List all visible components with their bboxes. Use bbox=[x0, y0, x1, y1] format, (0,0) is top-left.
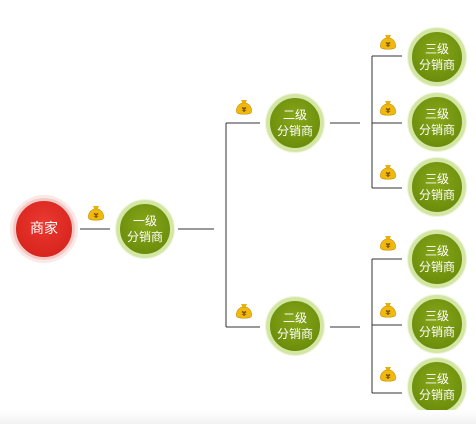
node-label-line2: 分销商 bbox=[418, 325, 455, 339]
node-label-line1: 三级 bbox=[424, 107, 449, 121]
node-label-line1: 一级 bbox=[132, 214, 157, 228]
svg-text:¥: ¥ bbox=[242, 106, 247, 114]
node-label-line1: 三级 bbox=[424, 244, 449, 258]
node-label-line2: 分销商 bbox=[418, 123, 455, 137]
money-bag-icon: ¥ bbox=[380, 35, 396, 50]
node-label-line1: 三级 bbox=[424, 172, 449, 186]
node-label-line2: 分销商 bbox=[418, 58, 455, 72]
level2-distributor-node: 二级 分销商 bbox=[266, 94, 324, 152]
level3-distributor-node: 三级 分销商 bbox=[408, 295, 466, 353]
svg-text:¥: ¥ bbox=[386, 309, 391, 317]
level3-distributor-node: 三级 分销商 bbox=[408, 358, 466, 416]
node-label-line2: 分销商 bbox=[418, 188, 455, 202]
money-bag-icon: ¥ bbox=[380, 367, 396, 382]
node-label-line2: 分销商 bbox=[276, 124, 313, 138]
node-label-line1: 三级 bbox=[424, 372, 449, 386]
merchant-node: 商家 bbox=[13, 198, 75, 260]
node-label-line2: 分销商 bbox=[418, 260, 455, 274]
money-bag-icon: ¥ bbox=[236, 304, 252, 319]
money-bag-icon: ¥ bbox=[380, 165, 396, 180]
node-label-line2: 分销商 bbox=[418, 388, 455, 402]
money-bag-icon: ¥ bbox=[380, 236, 396, 251]
money-bag-icon: ¥ bbox=[380, 303, 396, 318]
svg-text:¥: ¥ bbox=[386, 171, 391, 179]
svg-text:¥: ¥ bbox=[242, 310, 247, 318]
svg-text:¥: ¥ bbox=[386, 242, 391, 250]
svg-text:¥: ¥ bbox=[386, 41, 391, 49]
money-bag-icon: ¥ bbox=[88, 206, 104, 221]
node-label-line1: 二级 bbox=[282, 311, 307, 325]
node-label-line1: 三级 bbox=[424, 309, 449, 323]
floor-gradient bbox=[0, 410, 476, 424]
money-bag-icon: ¥ bbox=[380, 101, 396, 116]
level3-distributor-node: 三级 分销商 bbox=[408, 158, 466, 216]
svg-text:¥: ¥ bbox=[386, 107, 391, 115]
money-bag-icon: ¥ bbox=[236, 100, 252, 115]
level3-distributor-node: 三级 分销商 bbox=[408, 93, 466, 151]
node-label-line1: 三级 bbox=[424, 42, 449, 56]
level1-distributor-node: 一级 分销商 bbox=[116, 200, 174, 258]
node-label-line2: 分销商 bbox=[126, 230, 163, 244]
level3-distributor-node: 三级 分销商 bbox=[408, 28, 466, 86]
node-label-line1: 二级 bbox=[282, 108, 307, 122]
merchant-label: 商家 bbox=[30, 221, 58, 237]
svg-text:¥: ¥ bbox=[94, 212, 99, 220]
node-label-line2: 分销商 bbox=[276, 327, 313, 341]
level3-distributor-node: 三级 分销商 bbox=[408, 230, 466, 288]
level2-distributor-node: 二级 分销商 bbox=[266, 297, 324, 355]
svg-text:¥: ¥ bbox=[386, 373, 391, 381]
